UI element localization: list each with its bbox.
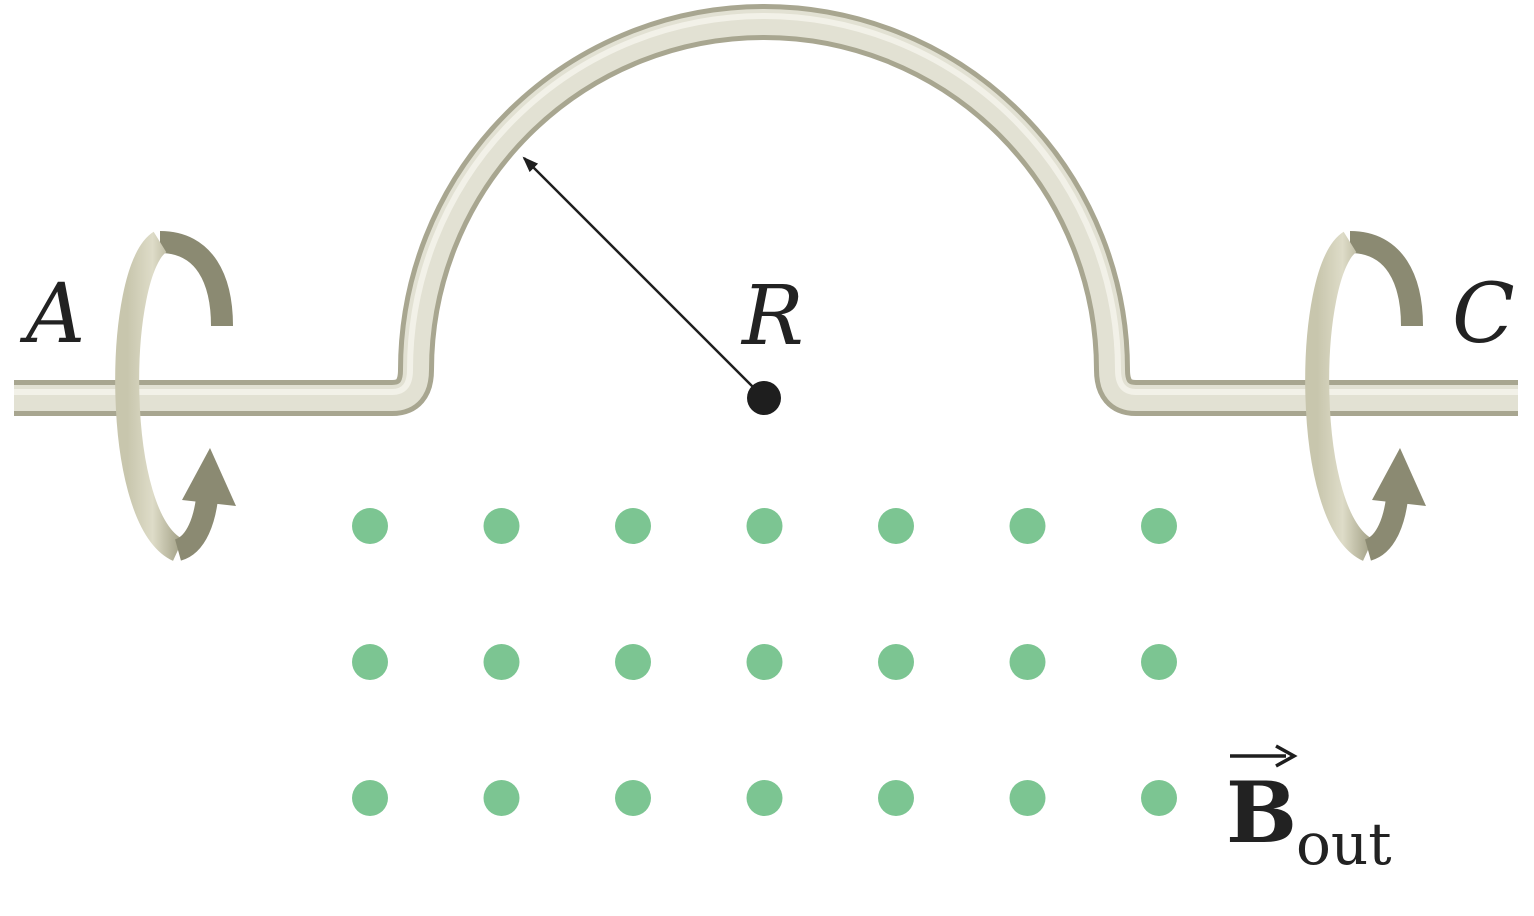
field-dot xyxy=(615,508,651,544)
field-dot xyxy=(483,780,520,816)
field-dot xyxy=(1141,508,1177,544)
field-dot xyxy=(352,644,388,680)
field-dot xyxy=(615,780,651,816)
field-dot xyxy=(1009,780,1046,816)
field-subscript: out xyxy=(1296,810,1392,878)
field-dot xyxy=(615,644,651,680)
field-dot xyxy=(878,644,914,680)
field-dot xyxy=(1141,780,1177,816)
field-dot xyxy=(1141,644,1177,680)
field-label: B out xyxy=(1226,744,1392,878)
field-dot xyxy=(1009,508,1046,544)
rotation-arrow-c-back xyxy=(1349,231,1423,327)
point-a-label: A xyxy=(19,267,85,362)
field-dot xyxy=(746,508,783,544)
field-dot xyxy=(352,508,388,544)
magnetic-field-dots xyxy=(352,508,1177,816)
field-dot xyxy=(1009,644,1046,680)
field-symbol: B xyxy=(1226,763,1297,862)
point-c-label: C xyxy=(1452,267,1515,362)
radius-label: R xyxy=(740,269,804,364)
field-dot xyxy=(483,508,520,544)
vector-arrow-head xyxy=(1275,744,1298,768)
field-dot xyxy=(878,780,914,816)
rotation-arrow-a-back xyxy=(159,231,233,327)
radius-arrow xyxy=(522,156,765,399)
bent-wire xyxy=(14,4,1518,416)
field-dot xyxy=(878,508,914,544)
rotation-arrow-c-front xyxy=(1305,231,1426,561)
center-point xyxy=(747,381,781,415)
field-dot xyxy=(746,644,783,680)
field-dot xyxy=(352,780,388,816)
field-dot xyxy=(483,644,520,680)
field-dot xyxy=(746,780,783,816)
rotation-arrow-a-front xyxy=(115,231,236,561)
